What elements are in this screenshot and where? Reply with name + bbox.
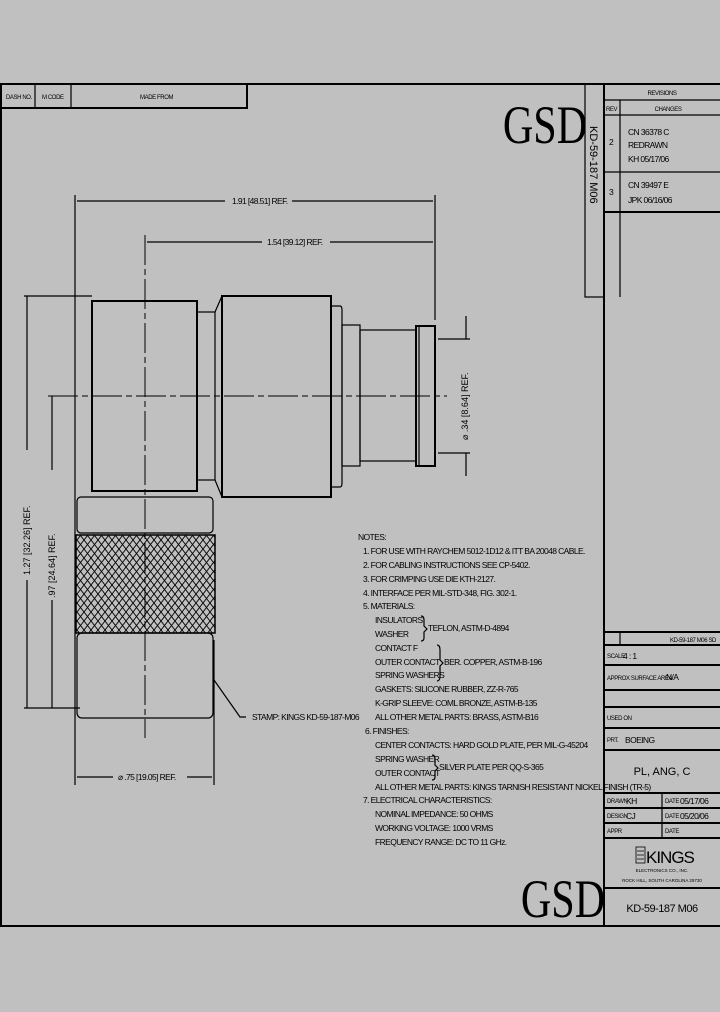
note-line: CENTER CONTACTS: HARD GOLD PLATE, PER MI… — [375, 740, 588, 750]
revisions-title: REVISIONS — [647, 91, 676, 97]
note-line: 5. MATERIALS: — [363, 601, 415, 611]
nut-diameter-dimension: ⌀ .75 [19.05] REF. — [118, 772, 176, 782]
note-line: WASHER — [375, 629, 409, 639]
note-line: SPRING WASHERS — [375, 670, 445, 680]
brace — [431, 754, 439, 781]
header-table: DASH NO. M CODE MADE FROM — [0, 83, 248, 109]
prt-value: BOEING — [625, 735, 654, 745]
gsd-logo-top: GSD — [503, 96, 587, 155]
kings-logo: KINGS ELECTRONICS CO., INC. ROCK HILL, S… — [622, 846, 702, 883]
note-line: INSULATORS — [375, 615, 423, 625]
note-line: 6. FINISHES: — [365, 726, 409, 736]
design-label: DESIGN — [607, 814, 628, 820]
note-line: 7. ELECTRICAL CHARACTERISTICS: — [363, 795, 492, 805]
note-line: 1. FOR USE WITH RAYCHEM 5012-1D12 & ITT … — [363, 546, 585, 556]
prt-label: PRT. — [607, 738, 619, 744]
note-line: WORKING VOLTAGE: 1000 VRMS — [375, 823, 494, 833]
note-line: ALL OTHER METAL PARTS: BRASS, ASTM-B16 — [375, 712, 539, 722]
used-on-label: USED ON — [607, 716, 632, 722]
overall-height-dimension: 1.27 [32.26] REF. — [22, 505, 32, 575]
revision-line: JPK 06/16/06 — [628, 195, 673, 205]
surface-area-label: APPROX SURFACE AREA — [607, 676, 672, 682]
company-name: KINGS — [646, 848, 695, 867]
height-from-center-dimension: .97 [24.64] REF. — [47, 533, 57, 598]
drawing-reference: KD-59-187 M06 SD — [670, 638, 717, 644]
brace-note-silver: SILVER PLATE PER QQ-S-365 — [439, 762, 544, 772]
rev-column-header: REV — [606, 107, 618, 113]
revision-line: CN 39497 E — [628, 180, 669, 190]
appr-date-label: DATE — [665, 829, 679, 835]
drawn-date-label: DATE — [665, 799, 679, 805]
note-line: 3. FOR CRIMPING USE DIE KTH-2127. — [363, 574, 496, 584]
part-description: PL, ANG, C — [634, 766, 691, 778]
design-date-label: DATE — [665, 814, 679, 820]
company-address: ROCK HILL, SOUTH CAROLINA 29730 — [622, 878, 702, 883]
dash-no-header: DASH NO. — [6, 95, 33, 101]
brace — [436, 644, 444, 682]
revision-number: 3 — [609, 187, 614, 197]
dimension-lines — [24, 195, 470, 785]
side-part-number: KD-59-187 M06 — [587, 126, 599, 204]
brace-note-teflon: TEFLON, ASTM-D-4894 — [428, 623, 510, 633]
drawn-by: KH — [626, 796, 637, 806]
revision-number: 2 — [609, 137, 614, 147]
note-line: ALL OTHER METAL PARTS: KINGS TARNISH RES… — [375, 782, 651, 792]
note-line: SPRING WASHER — [375, 754, 440, 764]
note-line: OUTER CONTACT — [375, 768, 440, 778]
title-block: KD-59-187 M06 SD SCALE 4 : 1 APPROX SURF… — [604, 631, 720, 915]
note-line: CONTACT F — [375, 643, 418, 653]
title-part-number: KD-59-187 M06 — [626, 903, 698, 915]
drawn-label: DRAWN — [607, 799, 628, 805]
note-line: K-GRIP SLEEVE: COML BRONZE, ASTM-B-135 — [375, 698, 538, 708]
changes-column-header: CHANGES — [655, 107, 682, 113]
brace — [420, 615, 428, 642]
note-line: NOMINAL IMPEDANCE: 50 OHMS — [375, 809, 494, 819]
revision-line: CN 36378 C — [628, 127, 669, 137]
brace-note-copper: BER. COPPER, ASTM-B-196 — [444, 657, 543, 667]
revision-line: REDRAWN — [628, 140, 668, 150]
kings-crown-icon — [635, 846, 646, 864]
drawn-date: 05/17/06 — [680, 796, 709, 806]
connector-side-view — [75, 295, 436, 719]
made-from-header: MADE FROM — [140, 95, 173, 101]
design-date: 05/20/06 — [680, 811, 709, 821]
note-line: NOTES: — [358, 532, 386, 542]
scale-label: SCALE — [607, 654, 625, 660]
appr-label: APPR — [607, 829, 623, 835]
m-code-header: M CODE — [42, 95, 64, 101]
note-line: OUTER CONTACT — [375, 657, 440, 667]
company-full-name: ELECTRONICS CO., INC. — [636, 868, 689, 873]
note-line: 4. INTERFACE PER MIL-STD-348, FIG. 302-1… — [363, 588, 517, 598]
revisions-block: REVISIONS REV CHANGES 2 CN 36378 C REDRA… — [604, 91, 720, 297]
gsd-logo-bottom: GSD — [521, 870, 605, 929]
revision-line: KH 05/17/06 — [628, 154, 670, 164]
note-line: 2. FOR CABLING INSTRUCTIONS SEE CP-5402. — [363, 560, 530, 570]
note-line: FREQUENCY RANGE: DC TO 11 GHz. — [375, 837, 507, 847]
note-line: GASKETS: SILICONE RUBBER, ZZ-R-765 — [375, 684, 519, 694]
stamp-callout: STAMP: KINGS KD-59-187-M06 — [252, 712, 360, 722]
length-from-center-dimension: 1.54 [39.12] REF. — [267, 237, 323, 247]
scale-value: 4 : 1 — [623, 651, 637, 661]
notes-block: NOTES: 1. FOR USE WITH RAYCHEM 5012-1D12… — [358, 532, 652, 847]
side-part-number-box — [584, 83, 605, 298]
design-by: CJ — [626, 811, 636, 821]
plug-diameter-dimension: ⌀ .34 [8.64] REF. — [460, 373, 470, 440]
overall-length-dimension: 1.91 [48.51] REF. — [232, 196, 288, 206]
surface-area-value: N/A — [666, 672, 679, 682]
